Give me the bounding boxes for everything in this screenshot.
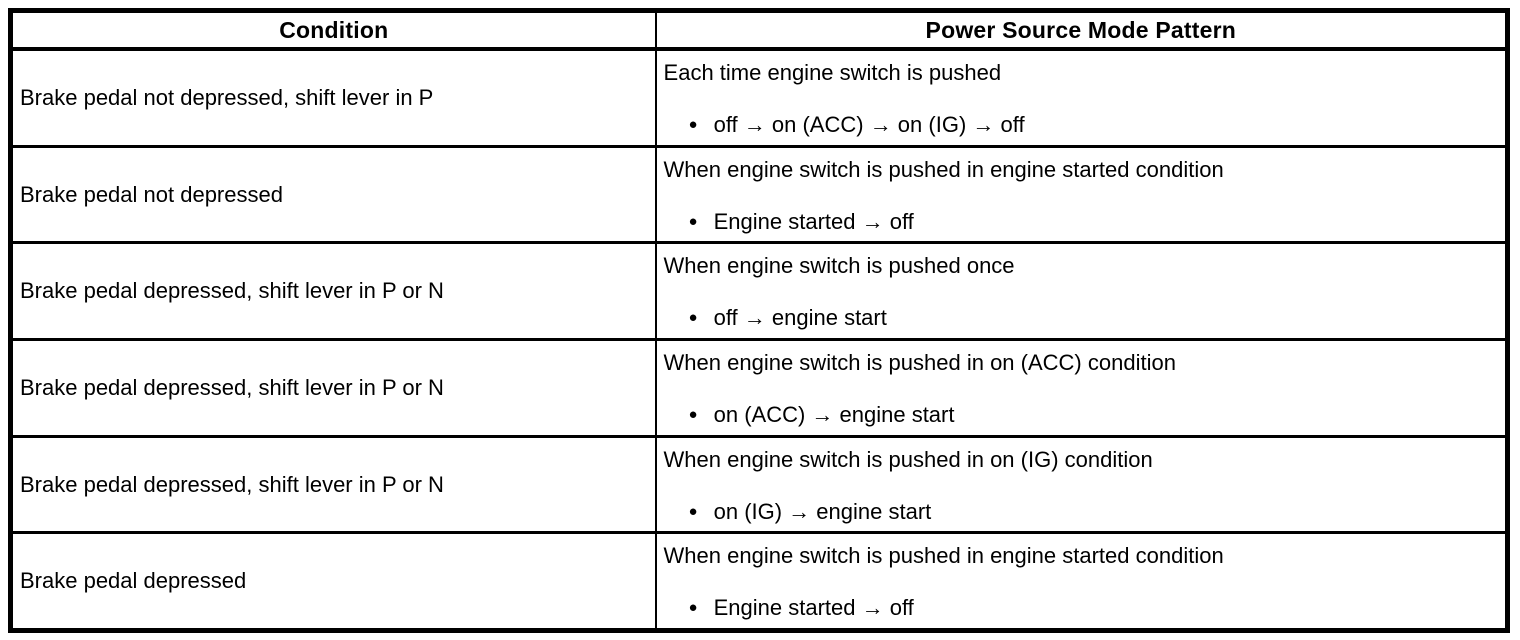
pattern-bullet-line: ● off → on (ACC) → on (IG) → off [664,111,1497,139]
pattern-bullet-text: on (ACC) → engine start [713,402,955,428]
table-row: Brake pedal not depressed, shift lever i… [13,51,1505,148]
bullet-icon: ● [688,309,698,327]
bullet-icon: ● [688,599,698,617]
bullet-icon: ● [688,116,698,133]
condition-cell: Brake pedal depressed, shift lever in P … [13,341,655,435]
pattern-cell: When engine switch is pushed once ● off … [654,244,1505,339]
condition-text: Brake pedal depressed, shift lever in P … [20,471,444,497]
pattern-cell: When engine switch is pushed in on (ACC)… [654,341,1505,435]
condition-text: Brake pedal depressed, shift lever in P … [20,374,444,400]
condition-cell: Brake pedal depressed, shift lever in P … [13,244,655,338]
pattern-bullet-text: Engine started → off [713,595,914,621]
condition-text: Brake pedal not depressed [20,181,283,207]
table-row: Brake pedal depressed, shift lever in P … [13,437,1505,535]
pattern-bullet-line: ● on (IG) → engine start [664,498,1497,526]
header-condition: Condition [279,16,389,43]
pattern-description: When engine switch is pushed once [663,253,1015,279]
table-row: Brake pedal depressed, shift lever in P … [13,341,1505,438]
table-row: Brake pedal depressed When engine switch… [13,534,1505,629]
pattern-cell: When engine switch is pushed in engine s… [654,534,1505,629]
pattern-bullet-text: off → engine start [713,305,887,331]
bullet-icon: ● [688,212,698,230]
condition-text: Brake pedal depressed [20,568,247,594]
condition-cell: Brake pedal not depressed, shift lever i… [13,51,655,145]
pattern-bullet-text: on (IG) → engine start [713,498,932,524]
header-power-source-mode-pattern: Power Source Mode Pattern [654,13,1505,47]
power-source-mode-table: Condition Power Source Mode Pattern Brak… [8,8,1510,633]
pattern-bullet-line: ● Engine started → off [664,594,1497,622]
pattern-bullet-line: ● Engine started → off [664,208,1497,236]
table-row: Brake pedal not depressed When engine sw… [13,147,1505,245]
pattern-bullet-text: Engine started → off [713,208,914,234]
pattern-description: When engine switch is pushed in engine s… [663,156,1224,182]
condition-cell: Brake pedal depressed [13,534,655,628]
table-header-row: Condition Power Source Mode Pattern [13,13,1505,51]
pattern-description: Each time engine switch is pushed [663,60,1002,85]
pattern-bullet-line: ● off → engine start [664,304,1497,332]
condition-cell: Brake pedal not depressed [13,148,655,242]
bullet-icon: ● [688,502,698,520]
pattern-description: When engine switch is pushed in engine s… [663,543,1224,569]
condition-cell: Brake pedal depressed, shift lever in P … [13,438,655,532]
pattern-cell: When engine switch is pushed in engine s… [654,147,1505,242]
pattern-cell: Each time engine switch is pushed ● off … [654,51,1505,145]
table-body: Brake pedal not depressed, shift lever i… [13,51,1505,629]
pattern-description: When engine switch is pushed in on (ACC)… [663,350,1176,376]
bullet-icon: ● [688,406,698,424]
pattern-cell: When engine switch is pushed in on (IG) … [654,437,1505,532]
pattern-bullet-text: off → on (ACC) → on (IG) → off [713,112,1025,137]
pattern-bullet-line: ● on (ACC) → engine start [664,401,1497,429]
pattern-description: When engine switch is pushed in on (IG) … [663,446,1153,472]
condition-text: Brake pedal depressed, shift lever in P … [20,278,444,304]
table-row: Brake pedal depressed, shift lever in P … [13,244,1505,342]
condition-text: Brake pedal not depressed, shift lever i… [20,84,434,110]
